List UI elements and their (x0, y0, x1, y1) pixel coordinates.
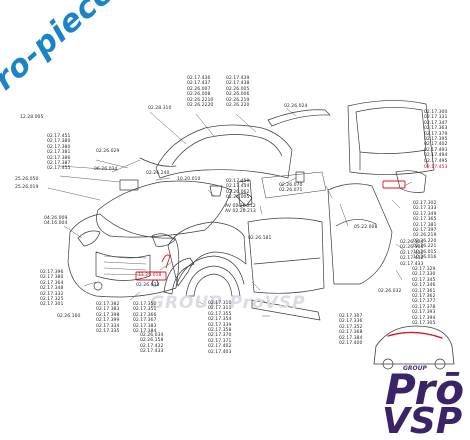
front-fender-part (167, 221, 247, 287)
windshield-part (155, 124, 293, 179)
part-label-l7: 02.28.310 (148, 106, 172, 111)
watermark-text: GROUP ProVSP (150, 293, 306, 313)
front-bumper-part (67, 213, 180, 298)
part-label-l20: 02.26.104 02.26.105 02.17.431 02.17.432 … (400, 240, 424, 267)
door-part (247, 217, 325, 294)
part-label-l24: 11.26.018 (138, 273, 162, 278)
side-sill-part (251, 299, 321, 321)
part-label-l4: 06.26.034 (94, 167, 118, 172)
part-label-l2: 02.17.451 02.17.380 02.17.380 02.17.381 … (47, 134, 71, 172)
part-label-l17: 02.17.453 (424, 165, 448, 170)
hood-part (96, 180, 233, 238)
part-label-l12: 10.20.010 (177, 177, 201, 182)
car-thumbnail (373, 325, 455, 365)
part-label-l18: 04.26.009 04.16.004 (44, 216, 68, 227)
part-label-l14: 02.26.070 02.26.071 (279, 183, 303, 194)
part-label-l29: 02.17.382 02.17.383 02.17.398 02.17.399 … (96, 302, 120, 335)
part-label-l21: 05.22.008 (354, 225, 378, 230)
side-window-part (237, 179, 253, 207)
part-label-l31: 02.17.310 02.17.311 02.17.355 02.17.354 … (208, 301, 232, 355)
part-label-l5: 25.26.050 (15, 177, 39, 182)
part-label-l22: 02.17.302 02.17.333 02.17.349 02.17.365 … (413, 201, 437, 261)
highlight-arrow (161, 254, 171, 269)
part-label-l33: 02.26.034 02.26.158 02.17.432 02.17.433 (140, 333, 164, 355)
part-label-l8: 02.17.436 02.17.437 02.26.007 02.26.008 … (187, 76, 214, 109)
part-label-l9: 02.17.439 02.17.438 02.26.005 02.26.006 … (226, 76, 250, 109)
part-label-l26: 02.26.032 (378, 289, 402, 294)
logo-pro-text: Prō (385, 365, 465, 414)
part-label-l15: AV 02.26.212 AV 02.26.213 (225, 204, 256, 215)
part-label-l28: 02.26.160 (57, 314, 81, 319)
part-label-l6: 25.26.019 (15, 185, 39, 190)
part-label-l3: 02.26.029 (96, 149, 120, 154)
rear-quarter-part (327, 183, 393, 285)
part-label-l25: 02.26.033 (136, 283, 160, 288)
part-label-l13: 02.17.450 02.17.434 02.26.062 02.26.005 (226, 179, 250, 201)
part-label-l32: 02.17.307 02.17.336 02.17.352 02.17.368 … (339, 314, 363, 347)
roof-spoiler-part (267, 109, 331, 127)
logo-group-text: GROUP (403, 365, 427, 372)
part-label-l1: 12.28.005 (20, 115, 44, 120)
part-label-l11: 02.26.240 (146, 171, 170, 176)
part-label-l16: 02.17.300 02.17.331 02.17.347 02.17.363 … (424, 110, 448, 164)
logo-vsp-text: VSP (382, 401, 463, 440)
tailgate-part (347, 100, 435, 175)
part-label-l10: 02.26.024 (284, 104, 308, 109)
part-label-l27: 02.17.329 02.17.330 02.17.345 02.17.346 … (412, 267, 436, 327)
part-label-l30: 02.17.350 02.17.351 02.17.366 02.17.367 … (133, 302, 157, 335)
part-label-l23: 02.17.396 02.17.380 02.17.364 02.17.348 … (40, 270, 64, 308)
part-label-l19: 02.26.181 (248, 236, 272, 241)
